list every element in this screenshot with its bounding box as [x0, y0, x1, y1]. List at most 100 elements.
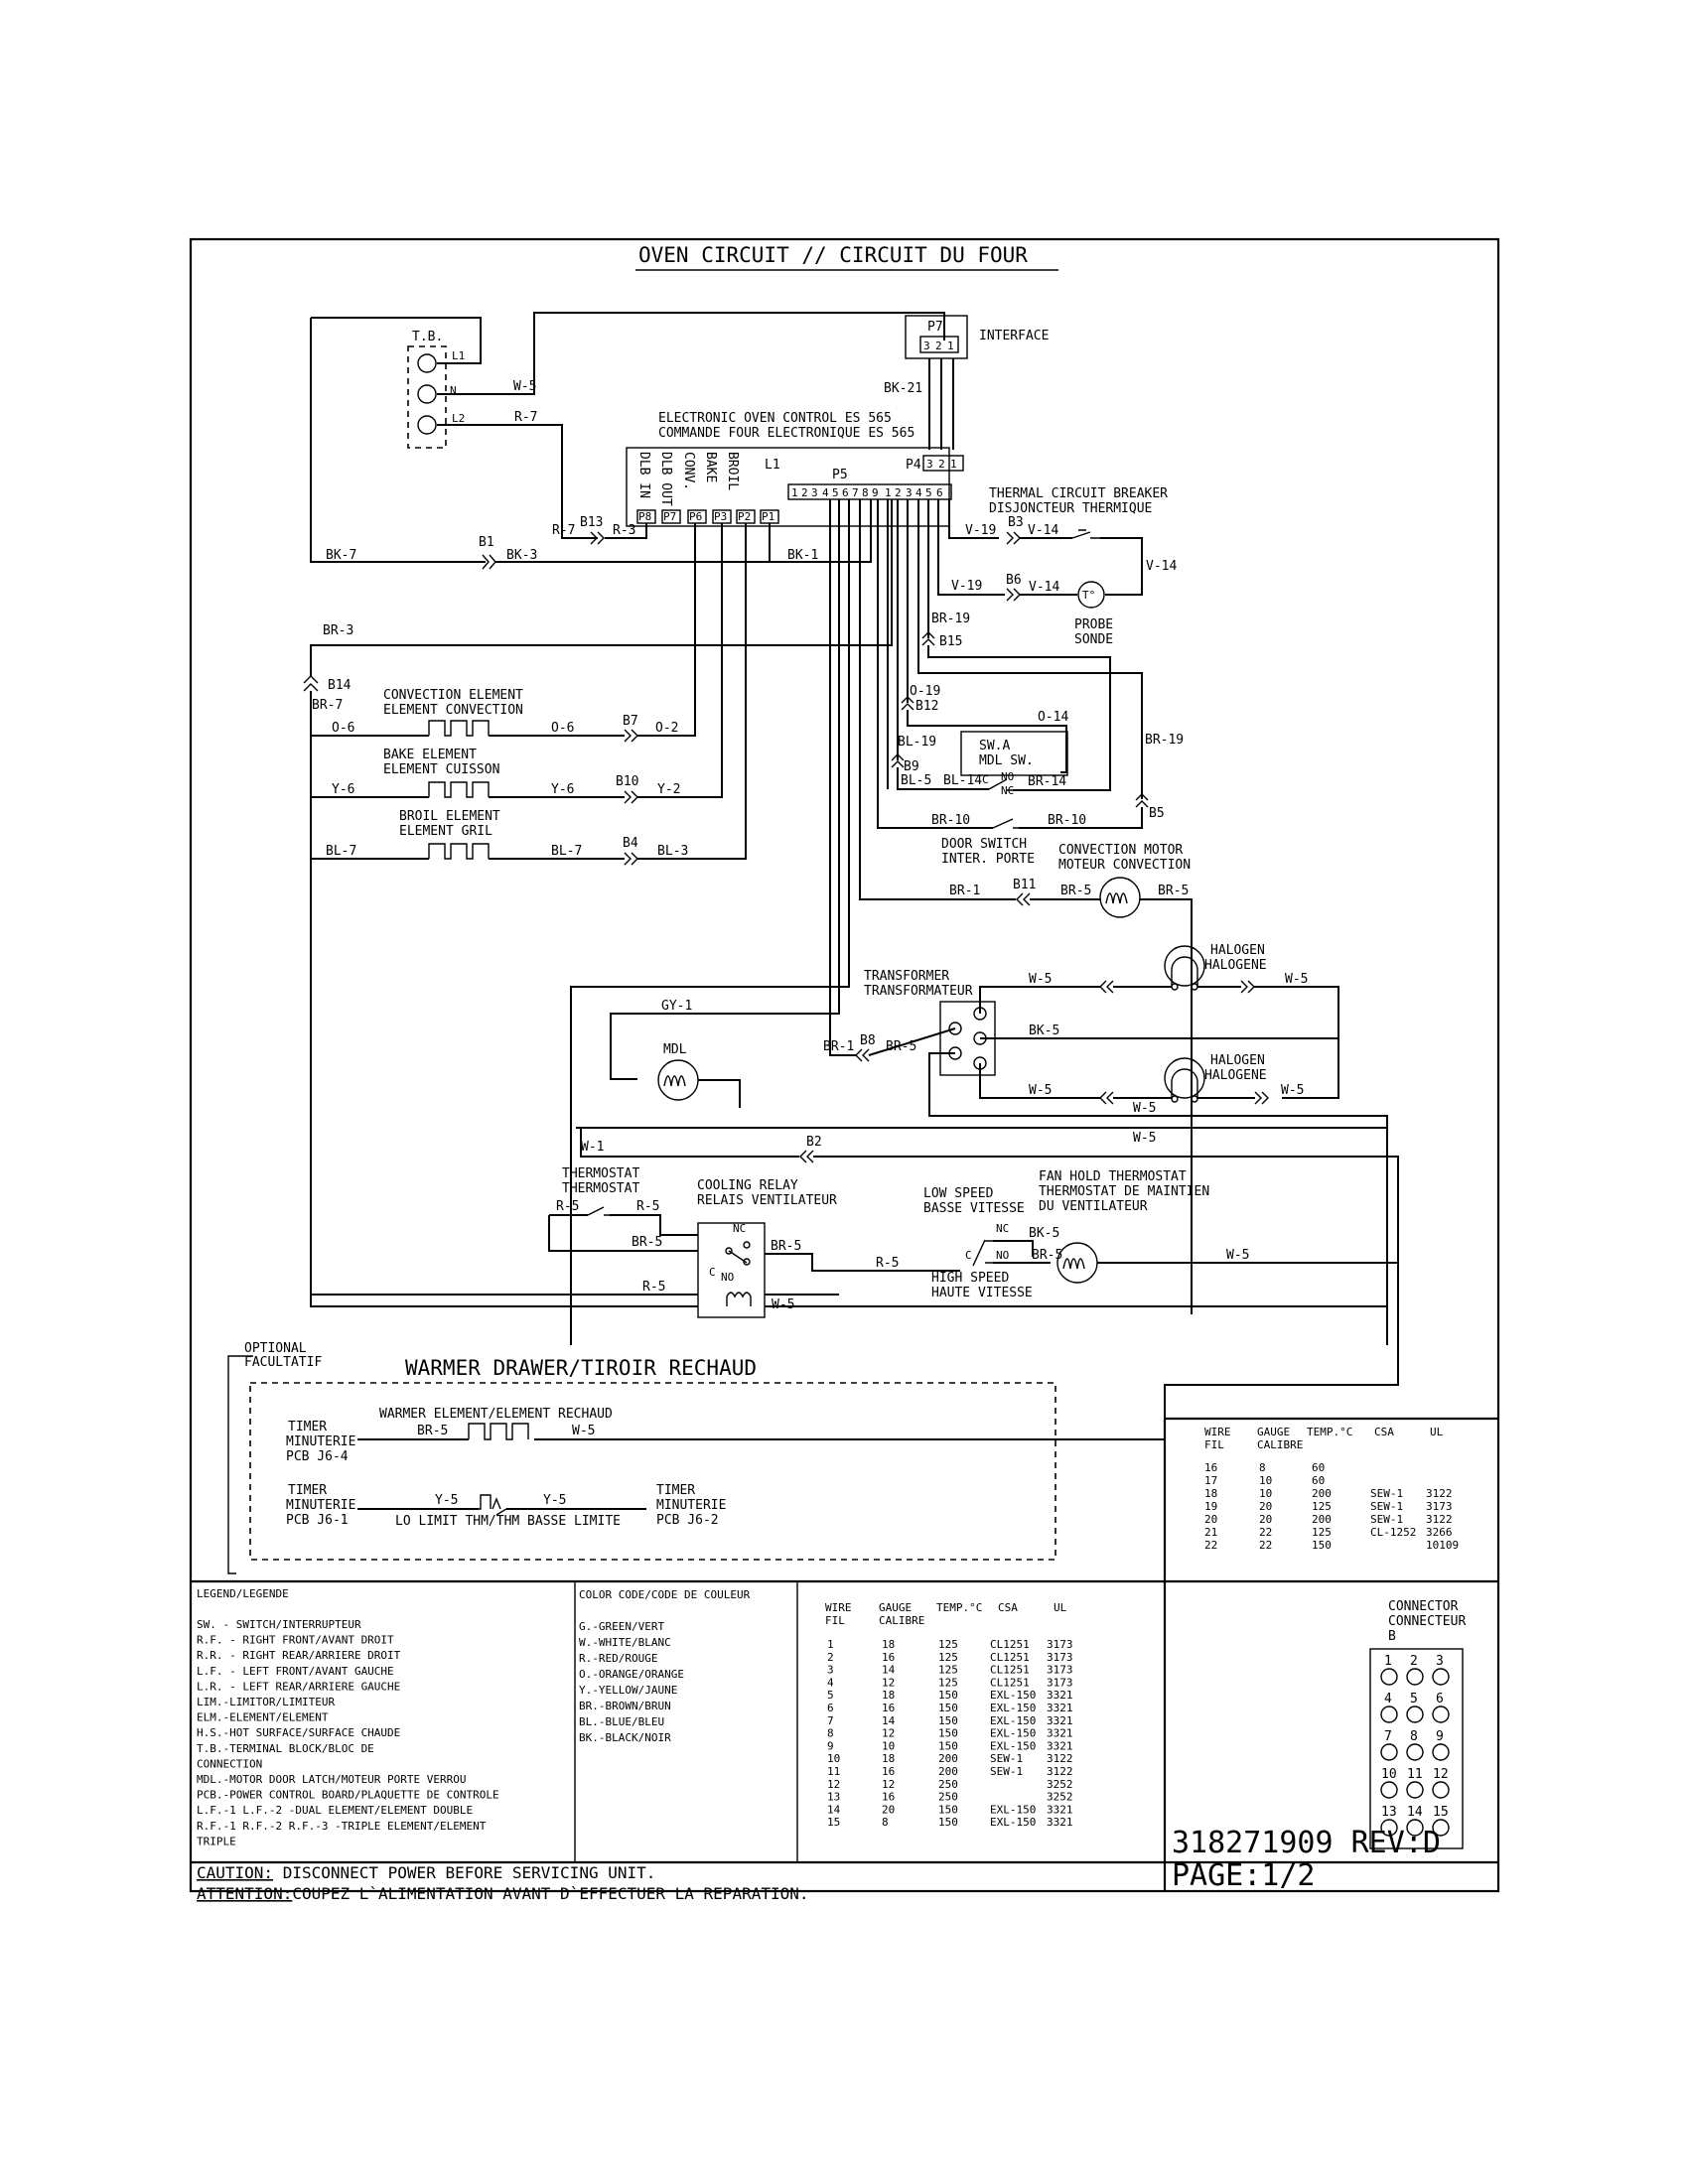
svg-text:W-1: W-1 — [581, 1140, 604, 1155]
svg-text:TEMP.°C: TEMP.°C — [936, 1601, 982, 1614]
svg-text:8: 8 — [862, 486, 869, 499]
wire-table-cell: 18 — [882, 1752, 895, 1765]
color-code-item: Y.-YELLOW/JAUNE — [579, 1684, 677, 1697]
wire-table-cell: 150 — [938, 1803, 958, 1816]
svg-text:MOTEUR CONVECTION: MOTEUR CONVECTION — [1058, 858, 1191, 873]
svg-text:MDL SW.: MDL SW. — [979, 753, 1034, 768]
wire-table-cell: 3321 — [1047, 1714, 1073, 1727]
svg-text:CONNECTEUR: CONNECTEUR — [1388, 1614, 1466, 1629]
svg-text:HALOGENE: HALOGENE — [1204, 958, 1267, 973]
svg-text:GY-1: GY-1 — [661, 999, 692, 1014]
legend-item: PCB.-POWER CONTROL BOARD/PLAQUETTE DE CO… — [197, 1789, 499, 1802]
probe: T° PROBE SONDE — [1074, 581, 1113, 647]
svg-text:5: 5 — [832, 486, 839, 499]
svg-text:2: 2 — [935, 340, 942, 352]
svg-text:MINUTERIE: MINUTERIE — [286, 1498, 355, 1513]
svg-text:W-5: W-5 — [513, 379, 536, 394]
svg-text:P6: P6 — [689, 510, 702, 523]
wire-table-cell: 18 — [882, 1638, 895, 1651]
svg-text:L1: L1 — [452, 349, 465, 362]
wire-table-cell: 3122 — [1047, 1752, 1073, 1765]
svg-text:R-5: R-5 — [556, 1199, 579, 1214]
svg-text:P2: P2 — [738, 510, 751, 523]
connector-pin — [1380, 1743, 1398, 1761]
svg-text:BK-5: BK-5 — [1029, 1024, 1059, 1038]
svg-text:R-7: R-7 — [514, 410, 537, 425]
connector-pin — [1406, 1706, 1424, 1723]
svg-text:V-14: V-14 — [1146, 559, 1177, 574]
connector-pin — [1432, 1819, 1450, 1837]
wire-table-cell: 5 — [827, 1689, 834, 1702]
svg-text:MINUTERIE: MINUTERIE — [656, 1498, 726, 1513]
svg-text:CSA: CSA — [1374, 1426, 1394, 1438]
svg-text:THERMOSTAT DE MAINTIEN: THERMOSTAT DE MAINTIEN — [1039, 1184, 1209, 1199]
transformer: TRANSFORMER TRANSFORMATEUR — [864, 969, 996, 1076]
svg-text:ELEMENT CONVECTION: ELEMENT CONVECTION — [383, 703, 523, 718]
svg-text:2: 2 — [938, 458, 945, 471]
svg-text:W-5: W-5 — [1281, 1083, 1304, 1098]
connector-pin — [1406, 1743, 1424, 1761]
svg-text:BR-3: BR-3 — [323, 623, 353, 638]
svg-text:BR-5: BR-5 — [1032, 1248, 1062, 1263]
wire-table-cell: 16 — [882, 1651, 895, 1664]
connector-pin — [1380, 1706, 1398, 1723]
svg-text:NC: NC — [733, 1222, 746, 1235]
svg-text:B15: B15 — [939, 634, 962, 649]
wire-table-cell: 13 — [827, 1791, 840, 1804]
svg-text:W-5: W-5 — [1029, 1083, 1052, 1098]
svg-text:SONDE: SONDE — [1074, 632, 1113, 647]
svg-text:Y-5: Y-5 — [543, 1493, 566, 1508]
svg-text:BR-5: BR-5 — [632, 1235, 662, 1250]
svg-text:CALIBRE: CALIBRE — [879, 1614, 924, 1627]
svg-text:BASSE VITESSE: BASSE VITESSE — [923, 1201, 1025, 1216]
legend-item: MDL.-MOTOR DOOR LATCH/MOTEUR PORTE VERRO… — [197, 1773, 467, 1786]
svg-text:O-19: O-19 — [910, 684, 940, 699]
svg-text:TEMP.°C: TEMP.°C — [1307, 1426, 1352, 1438]
connector-pin-label: 7 — [1384, 1729, 1392, 1744]
svg-text:BR-5: BR-5 — [771, 1239, 801, 1254]
legend-item: SW. - SWITCH/INTERRUPTEUR — [197, 1618, 361, 1631]
svg-text:BK-1: BK-1 — [787, 548, 818, 563]
svg-text:ELEMENT CUISSON: ELEMENT CUISSON — [383, 762, 499, 777]
wire-table-cell: 125 — [938, 1651, 958, 1664]
svg-text:CONVECTION ELEMENT: CONVECTION ELEMENT — [383, 688, 523, 703]
svg-text:9: 9 — [872, 486, 879, 499]
wire-table-small-cell: 8 — [1259, 1461, 1266, 1474]
svg-text:Y-2: Y-2 — [657, 782, 680, 797]
wire-table-small-cell: 125 — [1312, 1526, 1332, 1539]
svg-text:3: 3 — [923, 340, 930, 352]
svg-text:BL-7: BL-7 — [551, 844, 582, 859]
connector-pin-label: 5 — [1410, 1692, 1418, 1706]
wire-table-cell: 3173 — [1047, 1664, 1073, 1677]
svg-text:BR-19: BR-19 — [931, 612, 970, 626]
svg-text:PCB J6-4: PCB J6-4 — [286, 1449, 349, 1464]
wire-table-cell: 200 — [938, 1752, 958, 1765]
svg-text:3: 3 — [926, 458, 933, 471]
svg-text:HALOGENE: HALOGENE — [1204, 1068, 1267, 1083]
svg-text:FIL: FIL — [825, 1614, 845, 1627]
wire-table-cell: 3173 — [1047, 1651, 1073, 1664]
svg-text:CSA: CSA — [998, 1601, 1018, 1614]
svg-text:B2: B2 — [806, 1135, 822, 1150]
svg-text:1: 1 — [947, 340, 954, 352]
svg-text:BR-7: BR-7 — [312, 698, 343, 713]
wire-table-cell: CL1251 — [990, 1638, 1030, 1651]
svg-text:V-19: V-19 — [951, 579, 982, 594]
svg-text:3: 3 — [906, 486, 913, 499]
svg-text:TIMER: TIMER — [288, 1483, 327, 1498]
svg-text:C: C — [982, 773, 989, 786]
wire-table-cell: 12 — [882, 1676, 895, 1689]
svg-text:T°: T° — [1082, 589, 1095, 602]
legend-item: H.S.-HOT SURFACE/SURFACE CHAUDE — [197, 1726, 400, 1739]
wire-table-cell: 125 — [938, 1638, 958, 1651]
svg-text:HALOGEN: HALOGEN — [1210, 943, 1265, 958]
connector-pin-label: 4 — [1384, 1692, 1392, 1706]
svg-text:B11: B11 — [1013, 878, 1036, 892]
svg-text:W-5: W-5 — [1133, 1131, 1156, 1146]
cooling-relay: COOLING RELAY RELAIS VENTILATEUR NC C NO — [697, 1178, 837, 1318]
legend-item: TRIPLE — [197, 1835, 236, 1847]
svg-text:W-5: W-5 — [572, 1424, 595, 1438]
wire-table-cell: EXL-150 — [990, 1689, 1036, 1702]
wire-table-small-cell: 22 — [1259, 1539, 1272, 1552]
wire-table-cell: EXL-150 — [990, 1739, 1036, 1752]
